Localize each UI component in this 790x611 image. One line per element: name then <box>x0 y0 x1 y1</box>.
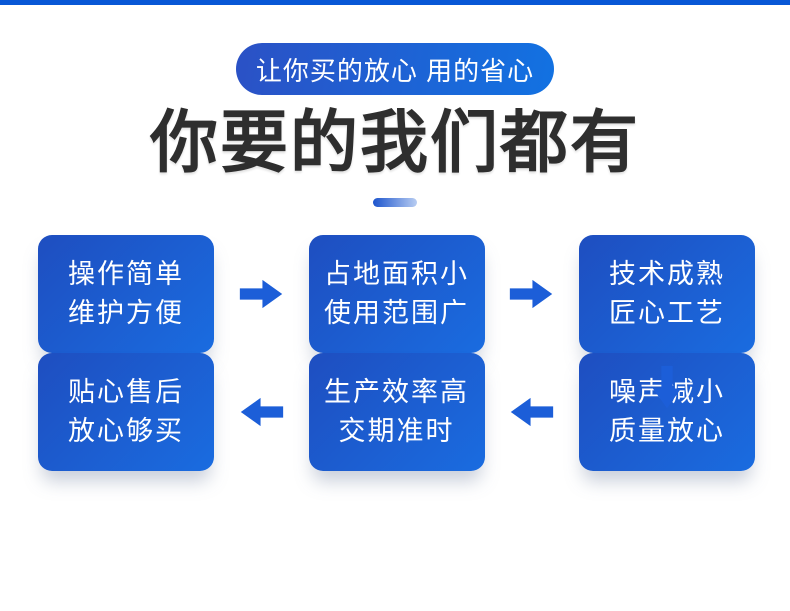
feature-flow-diagram: 操作简单 维护方便 占地面积小 使用范围广 技术成熟 匠心工艺 <box>0 235 790 472</box>
feature-box-easy-operation: 操作简单 维护方便 <box>38 235 214 354</box>
feature-box-small-footprint: 占地面积小 使用范围广 <box>308 235 485 354</box>
flow-row-top: 操作简单 维护方便 占地面积小 使用范围广 技术成熟 匠心工艺 <box>38 235 755 354</box>
feature-line: 生产效率高 <box>324 377 469 408</box>
title-underline <box>373 198 417 208</box>
flow-row-bottom: 贴心售后 放心够买 生产效率高 交期准时 噪声减小 质量放心 <box>38 353 755 472</box>
arrow-left-icon <box>239 396 284 428</box>
top-accent-bar <box>0 0 790 5</box>
feature-line: 质量放心 <box>609 416 725 447</box>
slogan-badge: 让你买的放心 用的省心 <box>236 43 554 95</box>
connector-cell <box>485 396 580 428</box>
feature-line: 贴心售后 <box>68 377 184 408</box>
connector-cell <box>214 278 309 310</box>
arrow-down-icon <box>651 365 683 410</box>
feature-line: 占地面积小 <box>324 259 469 290</box>
slogan-badge-text: 让你买的放心 用的省心 <box>255 55 535 86</box>
arrow-right-icon <box>509 278 554 310</box>
arrow-right-icon <box>239 278 284 310</box>
feature-line: 操作简单 <box>68 259 184 290</box>
feature-line: 匠心工艺 <box>609 298 725 329</box>
connector-cell <box>485 278 580 310</box>
feature-line: 维护方便 <box>68 298 184 329</box>
connector-cell <box>214 396 309 428</box>
page-title: 你要的我们都有 <box>149 105 640 181</box>
feature-line: 使用范围广 <box>324 298 469 329</box>
feature-box-mature-technology: 技术成熟 匠心工艺 <box>579 235 755 354</box>
feature-box-high-efficiency: 生产效率高 交期准时 <box>308 353 485 472</box>
arrow-left-icon <box>509 396 554 428</box>
feature-box-after-sales: 贴心售后 放心够买 <box>38 353 214 472</box>
feature-line: 交期准时 <box>338 416 455 447</box>
feature-line: 技术成熟 <box>609 259 725 290</box>
feature-line: 放心够买 <box>68 416 184 447</box>
